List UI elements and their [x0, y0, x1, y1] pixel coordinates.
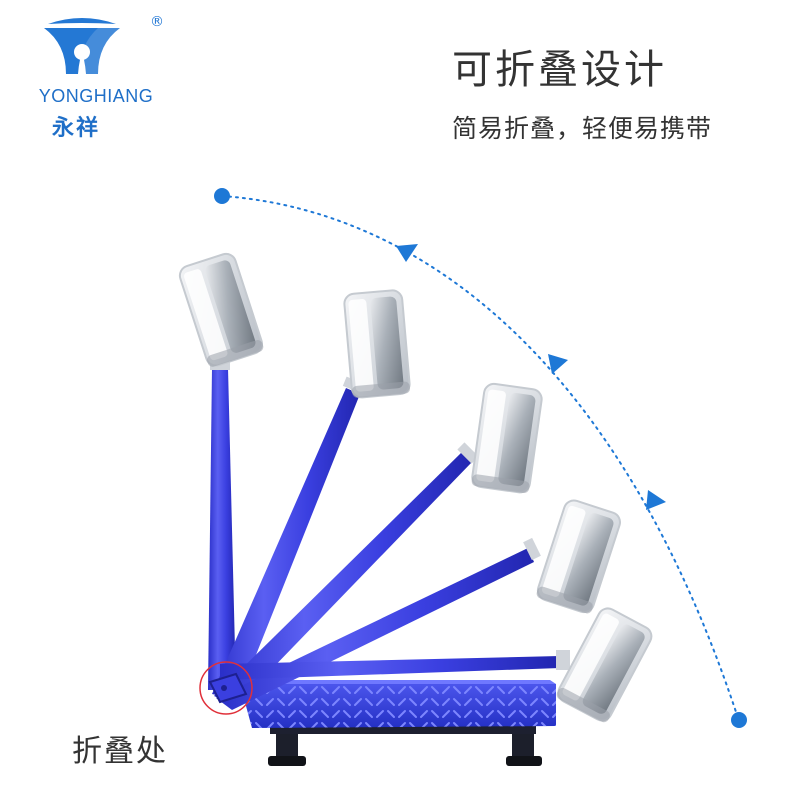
rotation-arc [214, 188, 747, 728]
arc-end-dot [731, 712, 747, 728]
headline: 可折叠设计 [452, 47, 667, 93]
fold-point-label: 折叠处 [72, 734, 168, 769]
display-head [470, 381, 544, 495]
fold-hinge [208, 672, 248, 704]
subline: 简易折叠，轻便易携带 [452, 114, 713, 143]
display-head [534, 496, 624, 616]
fold-marker-circle [199, 661, 253, 715]
brand-name-cn: 永祥 [52, 116, 101, 141]
pole-position-5 [220, 650, 570, 680]
brand-name-en: YONGHIANG [38, 86, 154, 106]
arc-arrow-icon [396, 244, 418, 262]
display-head [176, 250, 266, 370]
display-head [342, 288, 412, 400]
pole-position-3 [214, 442, 479, 706]
scale-platform [240, 680, 556, 766]
arc-start-dot [214, 188, 230, 204]
pole-position-1 [208, 360, 236, 690]
arc-arrow-icon [548, 354, 568, 374]
arc-arrow-icon [646, 490, 666, 510]
registered-mark: ® [150, 14, 164, 30]
logo-mark-icon: ® [44, 14, 164, 74]
